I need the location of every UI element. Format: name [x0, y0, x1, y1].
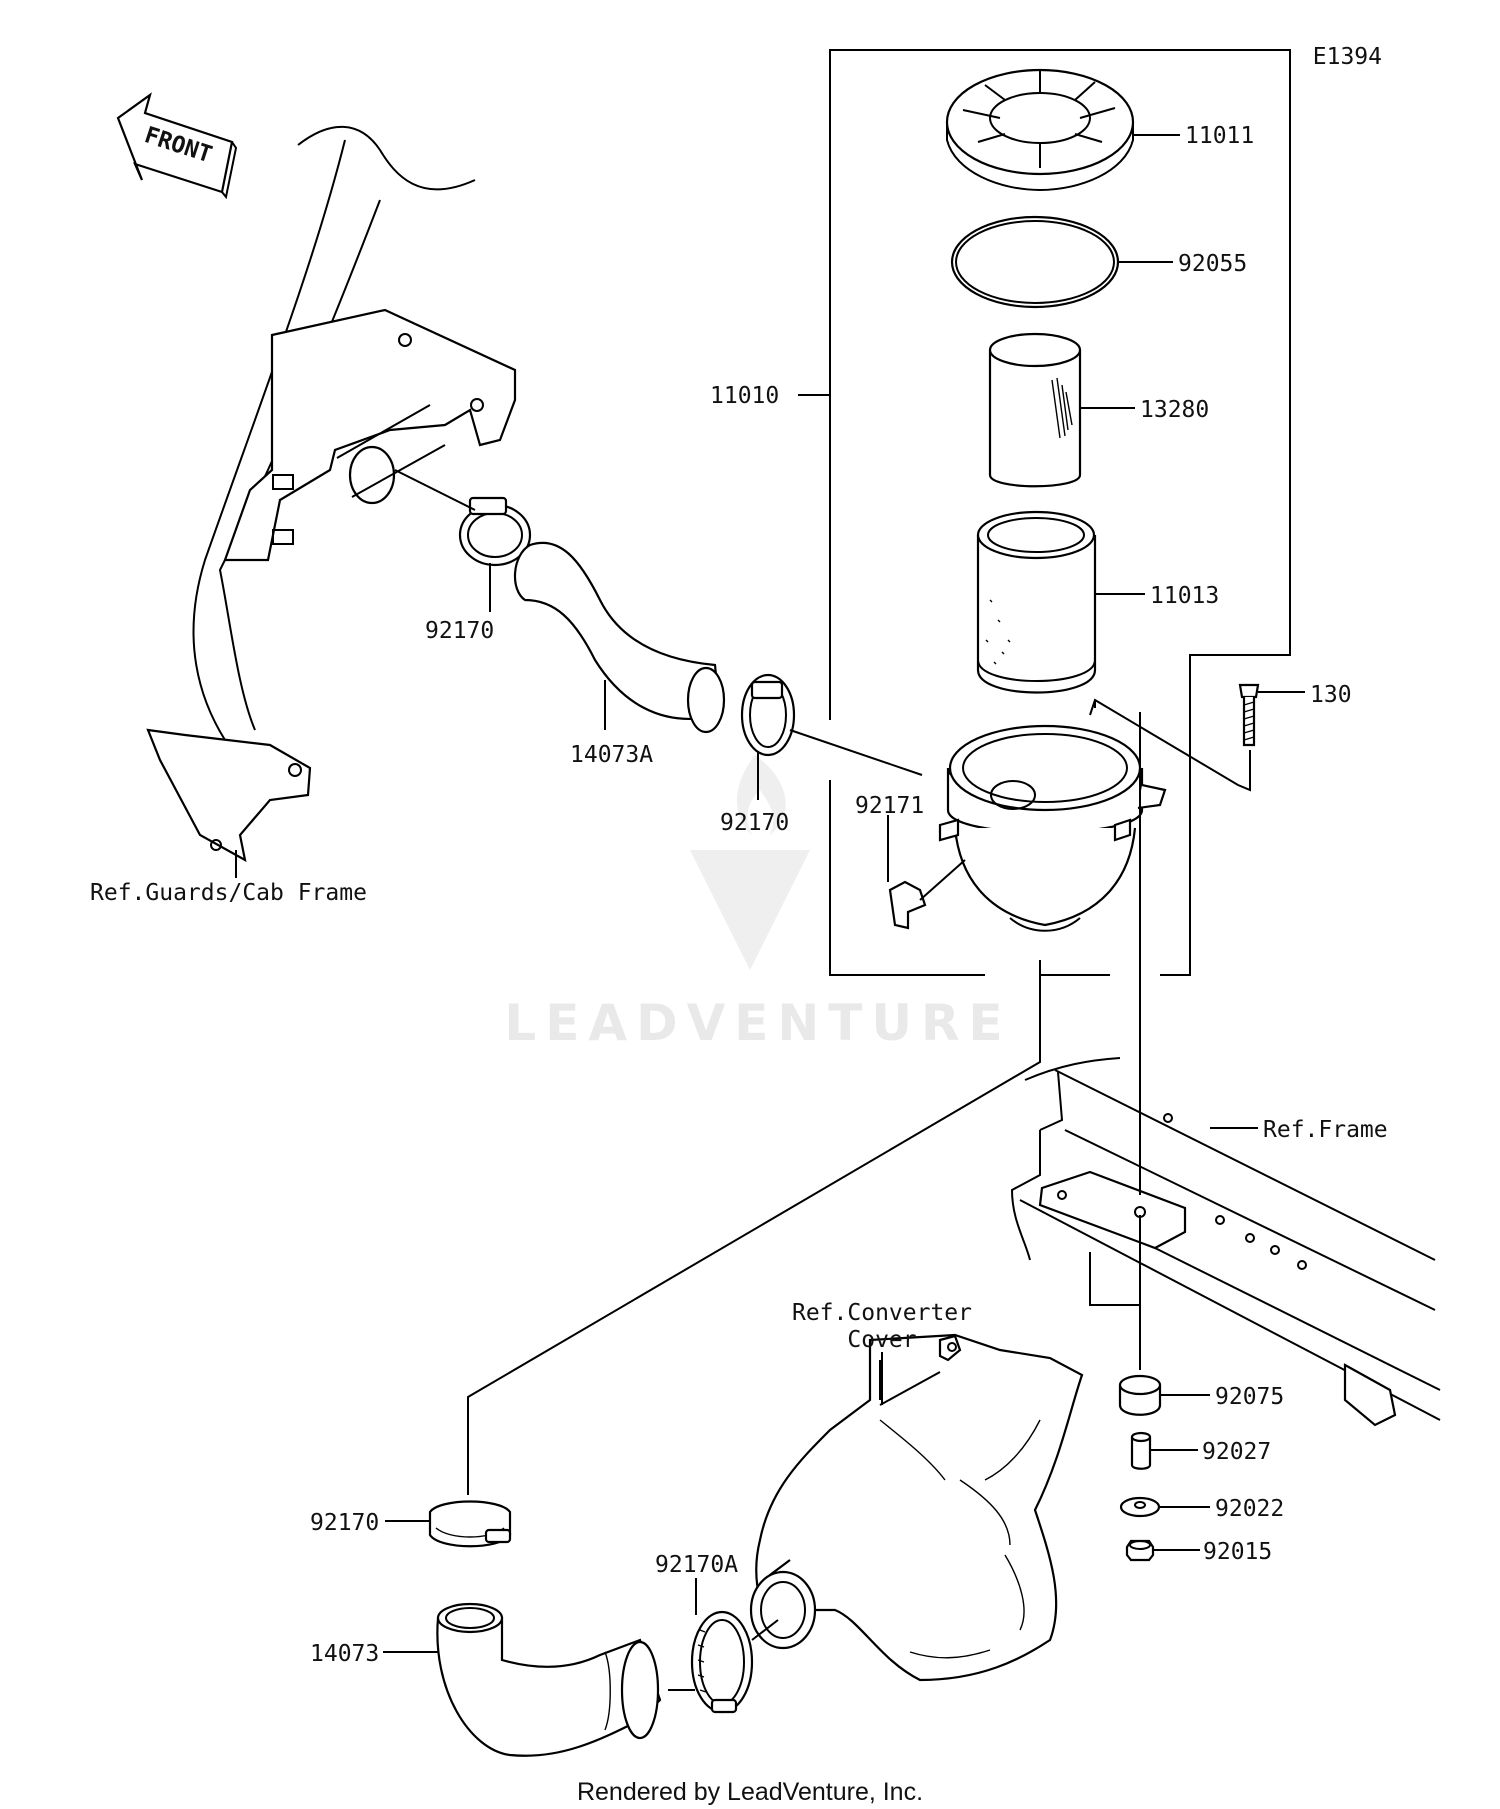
- label-92075: 92075: [1215, 1384, 1284, 1410]
- guards-cab-frame: [146, 125, 517, 863]
- label-92055: 92055: [1178, 251, 1247, 277]
- pre-filter-13280: [988, 332, 1135, 488]
- assembly-bracket-11010: [829, 49, 1291, 976]
- leadventure-watermark: LEADVENTURE: [504, 755, 1011, 1052]
- filter-element-11013: [976, 510, 1145, 694]
- label-92015: 92015: [1203, 1539, 1272, 1565]
- label-92170-bottom: 92170: [310, 1510, 379, 1536]
- collar-92027: [1130, 1431, 1198, 1470]
- converter-hose-14073: [420, 1602, 695, 1757]
- label-ref-converter-cover: Cover: [847, 1327, 916, 1353]
- label-11013: 11013: [1150, 583, 1219, 609]
- air-cleaner-case: [938, 724, 1167, 932]
- label-14073: 14073: [310, 1641, 379, 1667]
- label-13280: 13280: [1140, 397, 1209, 423]
- label-92027: 92027: [1202, 1439, 1271, 1465]
- label-14073A: 14073A: [570, 742, 653, 768]
- converter-cover: [749, 1333, 1084, 1682]
- hose-clamp-92170-bottom: [385, 1500, 512, 1548]
- clip-92171: [887, 815, 966, 930]
- label-ref-guards: Ref.Guards/Cab Frame: [90, 880, 367, 906]
- watermark-text: LEADVENTURE: [504, 994, 1011, 1052]
- hose-clamp-92170-top: [394, 469, 532, 612]
- air-cleaner-cover-11011: [945, 68, 1180, 192]
- diagram-id: E1394: [1313, 44, 1382, 70]
- air-intake-hose-14073A: [513, 541, 726, 734]
- nut-92015: [1125, 1539, 1200, 1562]
- footer-credit: Rendered by LeadVenture, Inc.: [577, 1778, 923, 1806]
- bolt-130: [1089, 683, 1305, 792]
- o-ring-92055: [950, 215, 1173, 309]
- hose-clamp-92170A: [690, 1578, 779, 1714]
- washer-92022: [1119, 1496, 1210, 1518]
- grommet-92075: [1118, 1374, 1210, 1416]
- label-11011: 11011: [1185, 123, 1254, 149]
- front-arrow-icon: FRONT: [116, 92, 238, 200]
- label-92022: 92022: [1215, 1496, 1284, 1522]
- label-92171: 92171: [855, 793, 924, 819]
- label-130: 130: [1310, 682, 1352, 708]
- label-11010: 11010: [710, 383, 779, 409]
- ref-frame: [1010, 1057, 1441, 1427]
- label-ref-converter: Ref.Converter: [792, 1300, 972, 1326]
- label-92170A: 92170A: [655, 1552, 738, 1578]
- label-ref-frame: Ref.Frame: [1263, 1117, 1388, 1143]
- label-92170-top: 92170: [425, 618, 494, 644]
- hose-clamp-92170-middle: [740, 673, 923, 800]
- label-92170-middle: 92170: [720, 810, 789, 836]
